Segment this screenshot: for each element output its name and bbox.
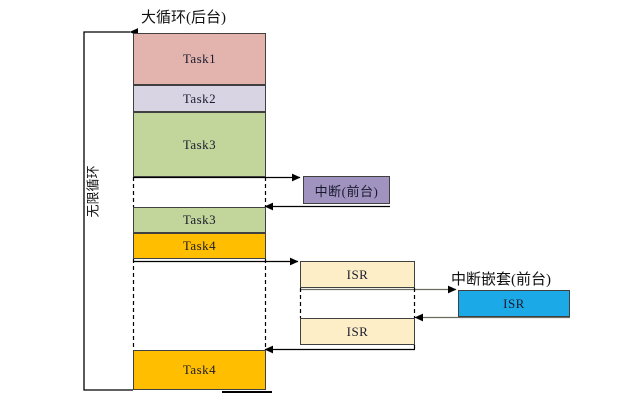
block-label: Task4 bbox=[182, 238, 217, 253]
infinite-loop-bracket bbox=[83, 28, 138, 391]
diagram-title-background-loop: 大循环(后台) bbox=[141, 10, 226, 26]
block-task4-resumed[interactable]: Task4 bbox=[133, 350, 266, 390]
block-task3-resumed[interactable]: Task3 bbox=[133, 207, 266, 233]
block-isr-first[interactable]: ISR bbox=[300, 261, 415, 288]
block-label: Task2 bbox=[182, 90, 217, 106]
label-infinite-loop: 无限循环 bbox=[85, 165, 101, 218]
block-label: Task3 bbox=[182, 212, 217, 227]
block-task2[interactable]: Task2 bbox=[133, 85, 266, 112]
block-label: Task1 bbox=[182, 51, 217, 66]
label-nested-interrupt-foreground: 中断嵌套(前台) bbox=[451, 272, 551, 288]
block-task1[interactable]: Task1 bbox=[133, 33, 266, 85]
block-interrupt-foreground[interactable]: 中断(前台) bbox=[303, 176, 390, 204]
block-task3-first[interactable]: Task3 bbox=[133, 112, 266, 177]
main-column-dashed-rails bbox=[132, 177, 267, 350]
isr-dashed-rails bbox=[299, 288, 416, 350]
block-isr-nested[interactable]: ISR bbox=[458, 290, 570, 317]
block-isr-resumed[interactable]: ISR bbox=[300, 318, 415, 345]
figure-caption-clipped bbox=[232, 399, 492, 405]
block-label: 中断(前台) bbox=[314, 183, 379, 199]
block-label: ISR bbox=[346, 266, 369, 282]
block-label: Task4 bbox=[182, 362, 217, 377]
block-label: ISR bbox=[503, 295, 525, 311]
block-task4-first[interactable]: Task4 bbox=[133, 233, 266, 259]
block-label: Task3 bbox=[182, 136, 217, 152]
block-label: ISR bbox=[346, 323, 369, 339]
